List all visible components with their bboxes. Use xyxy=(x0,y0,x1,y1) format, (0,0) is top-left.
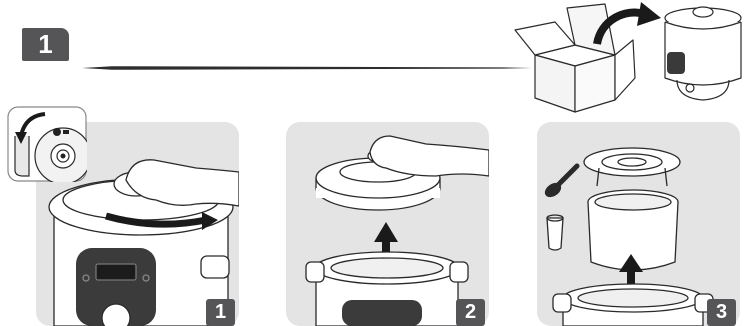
header-rule xyxy=(82,60,532,76)
cooker-body xyxy=(553,284,713,326)
step-panel-2: 2 xyxy=(286,122,489,326)
unboxing-illustration xyxy=(505,0,747,118)
lid-lock-detail-inset xyxy=(7,106,87,182)
cooker-icon xyxy=(665,7,741,100)
panel-number-badge-2: 2 xyxy=(456,299,485,326)
panel-number-badge-1: 1 xyxy=(206,299,235,326)
cooker-body xyxy=(306,252,468,326)
step-panel-3: 3 xyxy=(537,122,740,326)
measuring-cup-icon xyxy=(547,215,563,250)
panel-number-badge-3: 3 xyxy=(707,299,736,326)
step-number-badge: 1 xyxy=(22,28,69,61)
